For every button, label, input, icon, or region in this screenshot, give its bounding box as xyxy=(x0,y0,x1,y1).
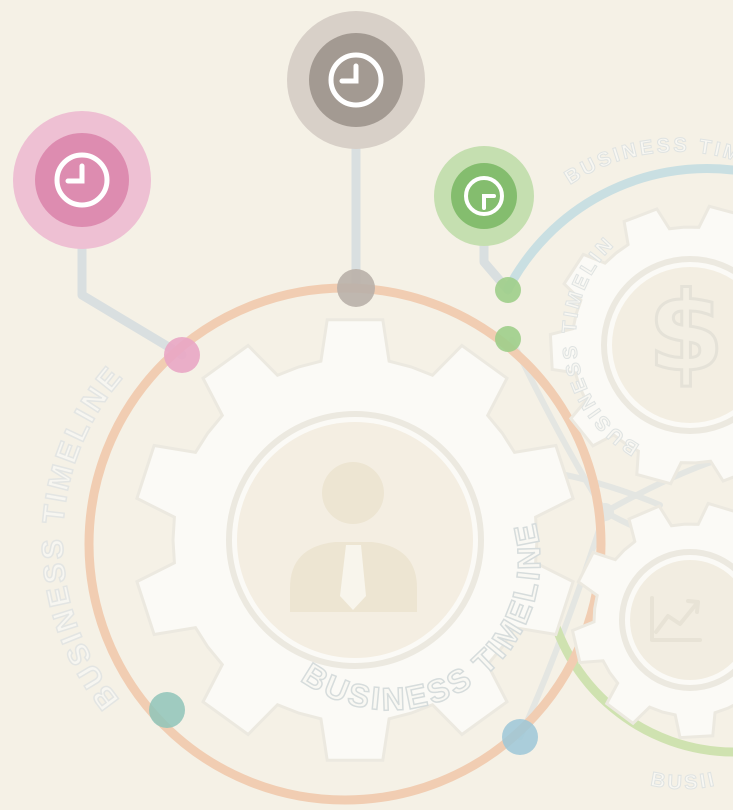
pink-junction-dot xyxy=(164,337,200,373)
gray-junction-dot xyxy=(337,269,375,307)
green-junction-dot xyxy=(495,326,521,352)
teal-junction-dot xyxy=(149,692,185,728)
main-gear-hub xyxy=(237,422,473,658)
dollar-icon: $ xyxy=(648,268,725,396)
green-junction-dot-top xyxy=(495,277,521,303)
blue-junction-dot xyxy=(502,719,538,755)
gray-clock-badge xyxy=(287,11,425,149)
pink-clock-badge xyxy=(13,111,151,249)
businessman-head xyxy=(322,462,384,524)
green-clock-badge xyxy=(434,146,534,246)
